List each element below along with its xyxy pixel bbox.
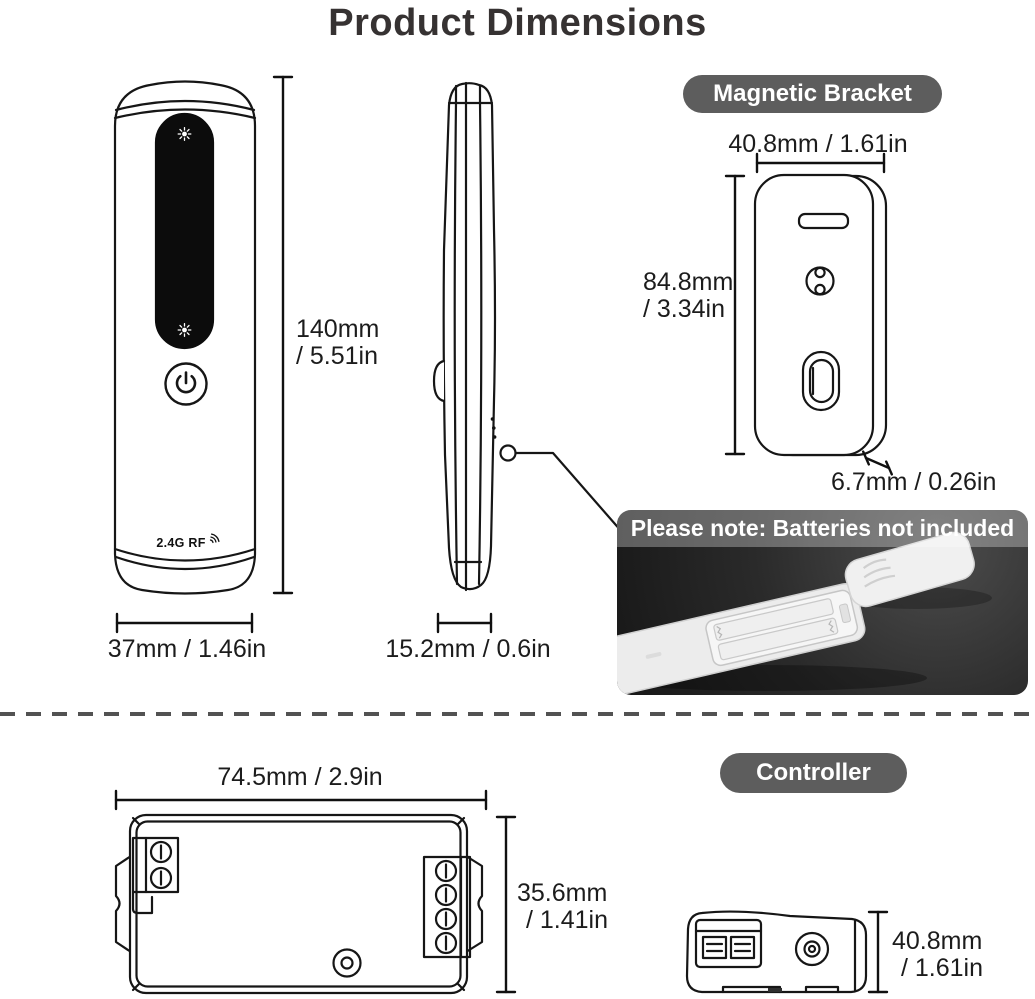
mounting-wing-right bbox=[464, 854, 484, 954]
controller-height-dimension-line bbox=[495, 815, 517, 994]
side-knob bbox=[794, 931, 830, 967]
controller-width-label: 74.5mm / 2.9in bbox=[217, 763, 383, 791]
brightness-icon-top bbox=[177, 126, 192, 142]
side-depth-dimension-line bbox=[436, 612, 493, 634]
bracket-width-dimension-line bbox=[755, 152, 886, 174]
touch-panel bbox=[154, 112, 215, 350]
rf-label: 2.4G RF bbox=[148, 533, 228, 550]
terminal-block-left bbox=[131, 836, 180, 915]
battery-note-banner: Please note: Batteries not included bbox=[617, 510, 1028, 547]
bracket-height-dimension-line bbox=[724, 174, 746, 456]
battery-callout-line bbox=[499, 444, 624, 534]
front-width-dimension-line bbox=[115, 612, 254, 634]
pairing-button bbox=[332, 948, 362, 978]
controller-height-label: 35.6mm / 1.41in bbox=[517, 879, 609, 934]
controller-width-dimension-line bbox=[114, 789, 488, 811]
magnetic-bracket-badge: Magnetic Bracket bbox=[683, 75, 942, 113]
page-title: Product Dimensions bbox=[328, 2, 707, 44]
side-button bbox=[432, 359, 446, 403]
rf-signal-icon bbox=[209, 533, 220, 544]
front-width-label: 37mm / 1.46in bbox=[107, 635, 267, 663]
controller-side-height-label: 40.8mm / 1.61in bbox=[892, 927, 984, 982]
bracket-slot bbox=[797, 212, 850, 230]
brightness-icon-bottom bbox=[177, 322, 192, 338]
bracket-height-label: 84.8mm / 3.34in bbox=[643, 268, 734, 323]
remote-front-drawing bbox=[113, 80, 257, 595]
controller-side-drawing bbox=[685, 910, 868, 994]
bracket-thickness-dimension-line bbox=[862, 450, 893, 476]
bracket-width-label: 40.8mm / 1.61in bbox=[728, 130, 908, 158]
front-height-dimension-line bbox=[272, 75, 294, 595]
bracket-thickness-label: 6.7mm / 0.26in bbox=[831, 468, 997, 496]
terminal-block-right bbox=[422, 855, 472, 959]
mounting-wing-left bbox=[114, 854, 133, 954]
remote-side-drawing bbox=[432, 81, 497, 592]
bracket-screw-hole bbox=[805, 266, 835, 296]
controller-side-height-dimension-line bbox=[867, 910, 889, 994]
controller-top-drawing bbox=[114, 813, 484, 995]
battery-compartment-illustration bbox=[617, 531, 992, 695]
side-depth-label: 15.2mm / 0.6in bbox=[385, 635, 551, 663]
bracket-oval-hole bbox=[801, 350, 841, 412]
power-button-icon bbox=[164, 362, 208, 406]
front-height-label: 140mm / 5.51in bbox=[296, 315, 380, 370]
battery-note-photo: Please note: Batteries not included bbox=[617, 510, 1028, 695]
controller-badge: Controller bbox=[720, 753, 907, 793]
bracket-drawing bbox=[753, 173, 888, 457]
